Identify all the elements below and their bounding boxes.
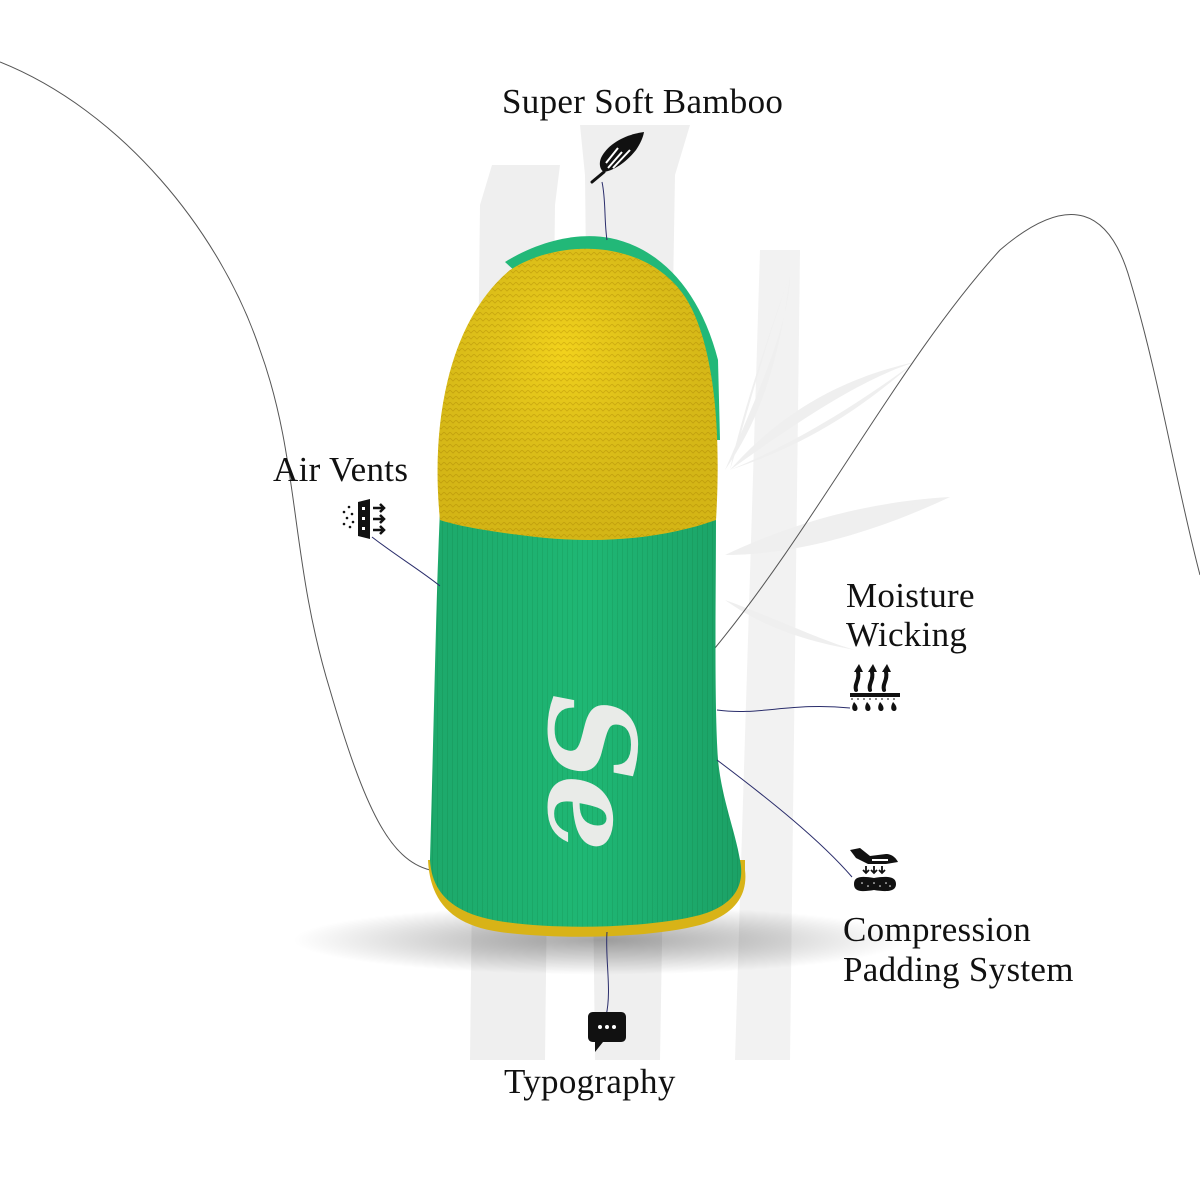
feature-label-line1: Moisture — [846, 576, 975, 615]
feature-label-line2: Padding System — [843, 950, 1074, 989]
speech-bubble-icon — [588, 1012, 626, 1052]
feature-label-line1: Compression — [843, 910, 1032, 949]
compression-padding-icon — [850, 848, 898, 892]
feature-label: Typography — [504, 1062, 676, 1101]
feature-label: Super Soft Bamboo — [502, 82, 784, 121]
feature-label: Air Vents — [273, 450, 409, 489]
air-vent-icon — [342, 499, 386, 539]
feather-icon — [590, 132, 644, 184]
feature-label-line2: Wicking — [846, 615, 968, 654]
moisture-wicking-icon — [850, 664, 900, 711]
